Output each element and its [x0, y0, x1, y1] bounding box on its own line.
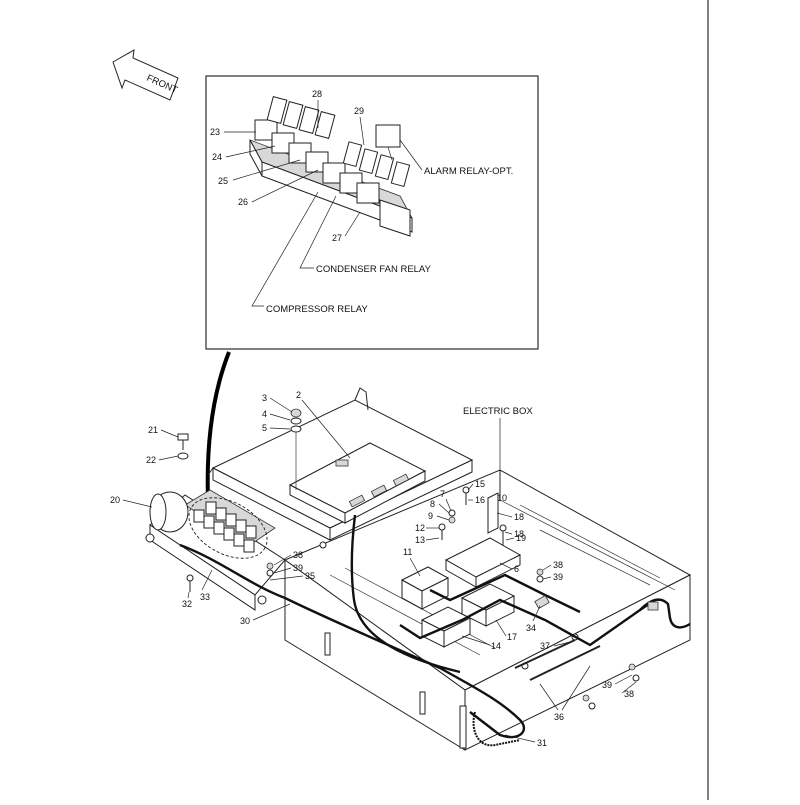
callout-10: 10: [497, 493, 507, 503]
callout-32: 32: [182, 599, 192, 609]
callout-27: 27: [332, 233, 342, 243]
callout-4: 4: [262, 409, 267, 419]
inset-pointer: [205, 351, 231, 501]
callout-29: 29: [354, 106, 364, 116]
relay-7: [356, 182, 380, 204]
callout-34: 34: [526, 623, 536, 633]
alarm-relay: [375, 124, 401, 148]
washer-4: [290, 417, 302, 425]
callout-39c: 39: [602, 680, 612, 690]
callout-25: 25: [218, 176, 228, 186]
relay-panel-relays: [193, 501, 257, 553]
callout-38c: 38: [624, 689, 634, 699]
callout-24: 24: [212, 152, 222, 162]
callout-28: 28: [312, 89, 322, 99]
bolt-21: [177, 433, 189, 441]
callout-37: 37: [540, 641, 550, 651]
callout-31: 31: [537, 738, 547, 748]
connector-34: [534, 594, 550, 610]
callout-16: 16: [475, 495, 485, 505]
callout-2: 2: [296, 390, 301, 400]
callout-21: 21: [148, 425, 158, 435]
callout-17: 17: [507, 632, 517, 642]
callout-9: 9: [428, 511, 433, 521]
callout-7: 7: [440, 489, 445, 499]
washer-22: [177, 452, 189, 460]
front-arrow-icon: FRONT: [112, 49, 179, 101]
label-tags-29: [342, 141, 411, 188]
callout-39b: 39: [553, 572, 563, 582]
callout-36: 36: [554, 712, 564, 722]
callout-38b: 38: [553, 560, 563, 570]
callout-13: 13: [415, 535, 425, 545]
callout-8: 8: [430, 499, 435, 509]
bracket-10: [487, 492, 499, 534]
compressor-relay-label: COMPRESSOR RELAY: [266, 304, 368, 315]
harness-31: [472, 711, 521, 747]
nut-3: [290, 408, 302, 418]
washer-5: [290, 425, 302, 433]
callout-35: 35: [305, 571, 315, 581]
callout-20: 20: [110, 495, 120, 505]
callout-5: 5: [262, 423, 267, 433]
ecu-plate-side: [329, 459, 473, 541]
label-tags-28: [266, 95, 336, 140]
rod-36: [529, 645, 601, 681]
callout-26: 26: [238, 197, 248, 207]
callout-22: 22: [146, 455, 156, 465]
relay-inset: 28 29 23 24 25 26 27 ALARM RELAY-OPT. CO…: [205, 75, 539, 350]
callout-15: 15: [475, 479, 485, 489]
relay-row: [254, 119, 380, 204]
callout-3: 3: [262, 393, 267, 403]
callout-11: 11: [403, 547, 412, 557]
callout-23: 23: [210, 127, 220, 137]
callout-30: 30: [240, 616, 250, 626]
callout-38a: 38: [293, 550, 303, 560]
callout-18a: 18: [514, 512, 524, 522]
callout-18b: 18: [514, 529, 524, 539]
callout-14: 14: [491, 641, 501, 651]
callouts: 2 3 4 5 21 22 20 38 39 35 32 33 30: [110, 390, 637, 748]
callout-6: 6: [514, 564, 519, 574]
condenser-fan-relay-label: CONDENSER FAN RELAY: [316, 264, 432, 275]
callout-19: 19: [516, 533, 526, 543]
main-assembly: 2 3 4 5 21 22 20 38 39 35 32 33 30: [110, 387, 692, 751]
electric-box-label: ELECTRIC BOX: [463, 406, 533, 417]
alarm-relay-label: ALARM RELAY-OPT.: [424, 166, 513, 177]
callout-12: 12: [415, 523, 425, 533]
callout-33: 33: [200, 592, 210, 602]
callout-39a: 39: [293, 563, 303, 573]
relay-base-end: [379, 199, 411, 237]
rod-37: [514, 639, 576, 669]
